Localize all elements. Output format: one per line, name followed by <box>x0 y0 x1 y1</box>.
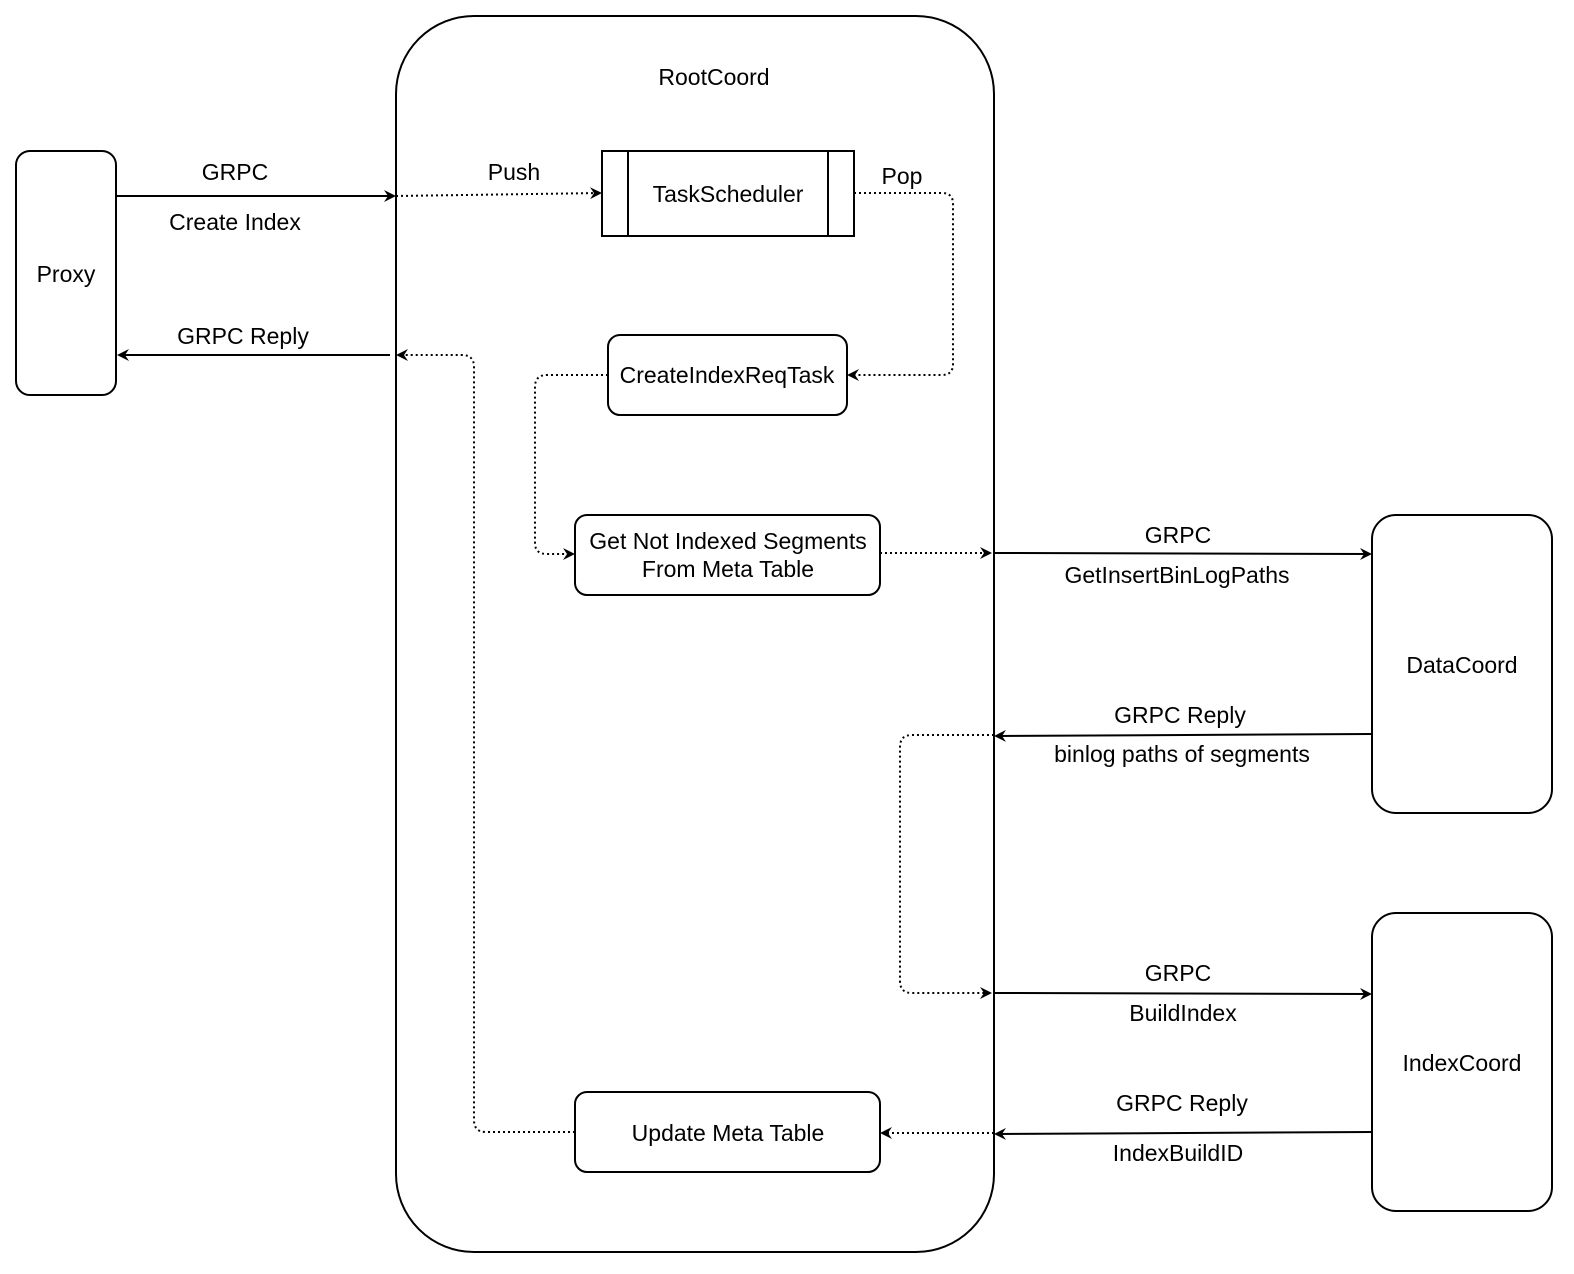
indexcoord-to-rootcoord-top-label: GRPC Reply <box>1116 1090 1248 1116</box>
pop-arrow <box>847 192 954 381</box>
rootcoord-to-datacoord-arrow <box>993 547 1372 560</box>
rootcoord-to-proxy-label: GRPC Reply <box>177 323 309 349</box>
rootcoord-to-indexcoord-bottom-label: BuildIndex <box>1129 1000 1237 1026</box>
rootcoord-label: RootCoord <box>658 64 769 90</box>
get-not-indexed-segments-node <box>574 514 881 596</box>
task-to-get-segments-arrow <box>534 374 608 560</box>
proxy-label: Proxy <box>37 261 96 287</box>
proxy-to-rootcoord-bottom-label: Create Index <box>169 209 301 235</box>
rootcoord-to-datacoord-bottom-label: GetInsertBinLogPaths <box>1064 562 1289 588</box>
indexcoord-to-rootcoord-bottom-label: IndexBuildID <box>1113 1140 1243 1166</box>
datacoord-label: DataCoord <box>1406 652 1517 678</box>
taskscheduler-label: TaskScheduler <box>653 181 804 207</box>
rootcoord-to-indexcoord-arrow <box>993 987 1372 1000</box>
proxy-to-rootcoord-top-label: GRPC <box>202 159 268 185</box>
rootcoord-to-indexcoord-top-label: GRPC <box>1145 960 1211 986</box>
update-meta-to-reply-arrow <box>396 349 575 1133</box>
get-not-indexed-segments-label-line1: Get Not Indexed Segments <box>589 528 866 554</box>
rootcoord-container <box>395 15 995 1253</box>
update-meta-table-label: Update Meta Table <box>632 1120 825 1146</box>
rootcoord-to-datacoord-top-label: GRPC <box>1145 522 1211 548</box>
datacoord-to-rootcoord-arrow <box>994 729 1373 742</box>
datacoord-node <box>1371 514 1553 814</box>
get-not-indexed-segments-label-line2: From Meta Table <box>642 556 814 582</box>
proxy-node <box>15 150 117 396</box>
reply-to-buildindex-arrow <box>899 734 994 999</box>
push-arrow <box>395 187 602 200</box>
indexcoord-label: IndexCoord <box>1403 1050 1522 1076</box>
indexcoord-to-rootcoord-arrow <box>994 1127 1373 1140</box>
pop-label: Pop <box>882 163 923 189</box>
taskscheduler-node <box>601 150 855 237</box>
indexcoord-node <box>1371 912 1553 1212</box>
datacoord-to-rootcoord-top-label: GRPC Reply <box>1114 702 1246 728</box>
push-label: Push <box>488 159 540 185</box>
datacoord-to-rootcoord-bottom-label: binlog paths of segments <box>1054 741 1310 767</box>
createindexreqtask-label: CreateIndexReqTask <box>620 362 835 388</box>
